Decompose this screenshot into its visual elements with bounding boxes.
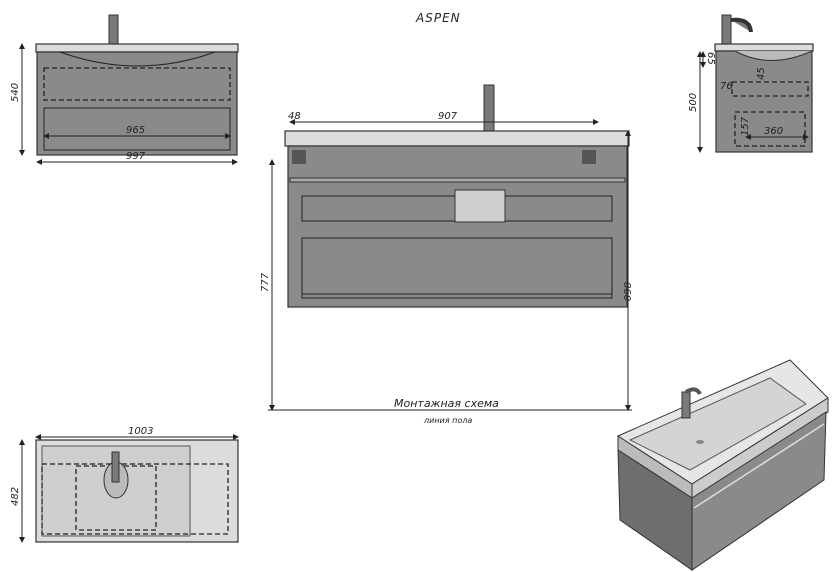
- basin-profile: [734, 50, 813, 61]
- main-front-view: 48 907 777 860 Монтажная схема линия пол…: [260, 84, 632, 425]
- drawer-handle-line: [693, 423, 825, 509]
- wall-bracket-left: [292, 150, 306, 164]
- dim-offset: 48: [288, 111, 301, 122]
- dim-depth: 360: [764, 126, 783, 137]
- siphon-cutout: [454, 189, 506, 223]
- lower-drawer: [301, 237, 613, 299]
- isometric-view: [616, 359, 829, 571]
- faucet-icon: [483, 84, 495, 132]
- countertop-front-edge: [691, 397, 829, 499]
- hidden-drawer-outline: [43, 67, 231, 101]
- hidden-cabinet-outline: [41, 463, 229, 535]
- drawer-front: [43, 107, 231, 151]
- front-view-small: 540 965 997: [10, 14, 239, 165]
- dim-top-width: 1003: [128, 426, 153, 437]
- dim-inner-width: 965: [126, 125, 145, 136]
- faucet-icon: [721, 14, 732, 46]
- dim-total-height: 860: [621, 282, 632, 301]
- top-view: 1003 482: [10, 426, 239, 543]
- faucet-icon: [111, 451, 120, 483]
- faucet-icon: [681, 391, 691, 419]
- basin-outline: [59, 51, 216, 67]
- faucet-icon: [108, 14, 119, 46]
- countertop: [714, 43, 814, 52]
- cabinet-front-face: [691, 411, 827, 571]
- side-view: 65 45 76 157 360 500: [688, 14, 814, 153]
- faucet-spout-icon: [730, 17, 753, 33]
- installation-caption: Монтажная схема: [394, 397, 499, 410]
- dim-width: 997: [126, 151, 146, 162]
- countertop: [284, 130, 630, 147]
- hidden-upper-drawer: [731, 81, 809, 97]
- dim-top-depth: 482: [10, 487, 21, 506]
- faucet-spout-icon: [684, 387, 702, 396]
- wall-bracket-right: [582, 150, 596, 164]
- product-title: ASPEN: [415, 11, 461, 25]
- basin-surface: [628, 377, 807, 471]
- floor-line-label: линия пола: [423, 416, 472, 425]
- mounting-rail: [289, 177, 626, 183]
- hidden-lower-drawer: [734, 111, 806, 147]
- dim-45: 45: [756, 67, 767, 80]
- dim-157: 157: [740, 116, 751, 136]
- drain-icon: [696, 440, 704, 444]
- dim-height: 540: [10, 83, 21, 102]
- dim-side-height: 500: [688, 93, 699, 112]
- countertop: [35, 43, 239, 53]
- dim-cabinet-height: 777: [260, 272, 271, 292]
- cabinet-body: [287, 145, 628, 308]
- dim-65: 65: [705, 52, 716, 65]
- dim-76: 76: [720, 81, 733, 92]
- dim-basin-width: 907: [438, 111, 458, 122]
